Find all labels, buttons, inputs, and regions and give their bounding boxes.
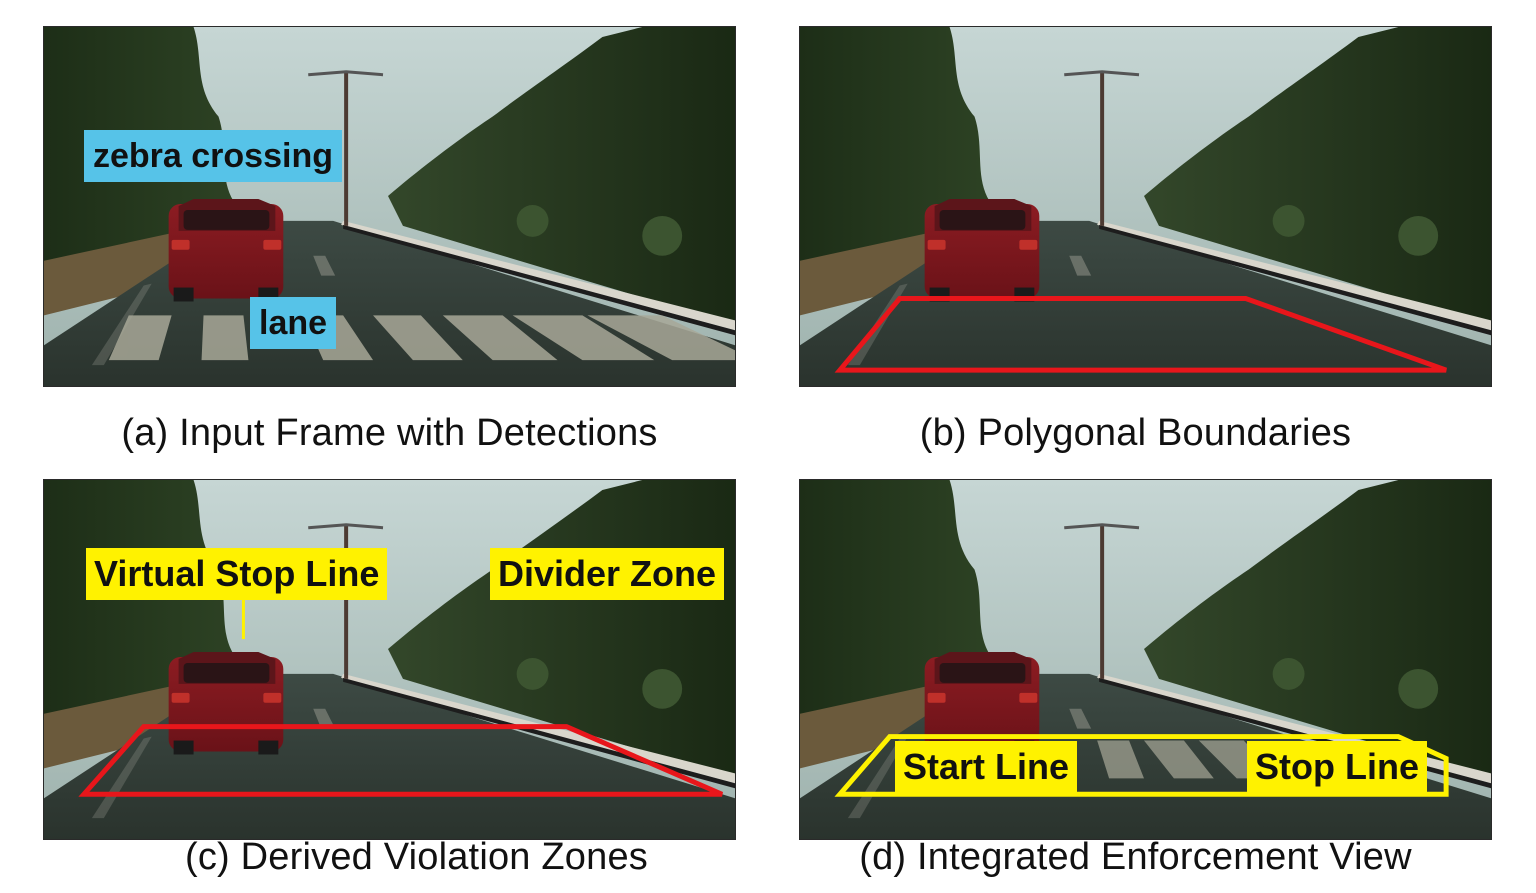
- panel-enforcement-view: Start Line Stop Line: [799, 479, 1492, 840]
- road-scene-image: [800, 480, 1491, 839]
- road-scene-image: [44, 27, 735, 386]
- caption-c: (c) Derived Violation Zones: [184, 836, 648, 878]
- zebra-stripes: [1097, 740, 1279, 779]
- start-line-label: Start Line: [895, 741, 1078, 793]
- panel-violation-zones: Virtual Stop Line Divider Zone: [43, 479, 736, 840]
- lane-label: lane: [250, 297, 337, 349]
- zebra-crossing-label: zebra crossing: [84, 130, 342, 182]
- road-scene-image: [800, 27, 1491, 386]
- caption-a: (a) Input Frame with Detections: [121, 412, 658, 454]
- panel-input-frame: zebra crossing lane: [43, 26, 736, 387]
- violation-zone-polygon: [78, 724, 724, 797]
- boundary-polygon: [834, 296, 1447, 373]
- road-scene-image: [44, 480, 735, 839]
- virtual-stop-line-label: Virtual Stop Line: [86, 548, 388, 600]
- panel-polygonal-boundaries: [799, 26, 1492, 387]
- divider-zone-label: Divider Zone: [490, 548, 725, 600]
- enforcement-zone-polygon: [834, 734, 1449, 797]
- stop-line-label: Stop Line: [1247, 741, 1427, 793]
- caption-d: (d) Integrated Enforcement View: [859, 836, 1412, 878]
- caption-b: (b) Polygonal Boundaries: [919, 412, 1352, 454]
